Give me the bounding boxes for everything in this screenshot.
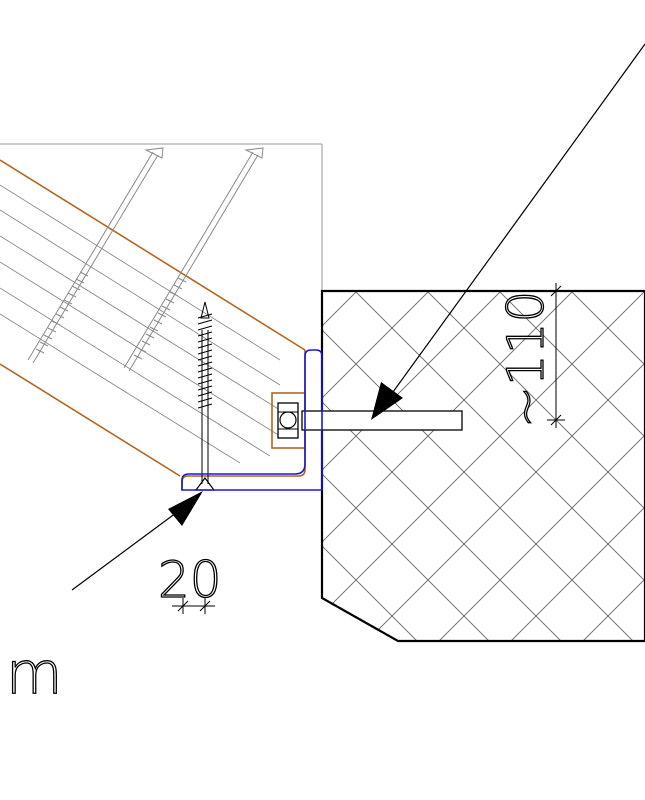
- timber-rafter: [0, 159, 306, 477]
- horizontal-dimension-label: 20: [158, 551, 222, 609]
- vertical-screw: [194, 301, 216, 491]
- inclined-screw-2: [123, 147, 264, 372]
- bolt-leader-arrow: [371, 43, 645, 420]
- anchor-bolt: [277, 402, 463, 439]
- hatch-line: [322, 291, 645, 641]
- vertical-dimension: [547, 283, 565, 428]
- hatch-line: [322, 291, 645, 641]
- unit-text-fragment: m: [6, 639, 63, 707]
- screw-leader-arrow: [71, 491, 203, 591]
- angle-bracket: [181, 349, 323, 491]
- detail-frame: [0, 143, 323, 291]
- horizontal-dimension: [172, 598, 215, 614]
- hatch-line: [322, 291, 645, 641]
- hatch-line: [567, 291, 645, 641]
- inclined-screw-1: [27, 147, 164, 364]
- hatch-line: [567, 291, 645, 641]
- vertical-dimension-label: ~110: [497, 291, 555, 428]
